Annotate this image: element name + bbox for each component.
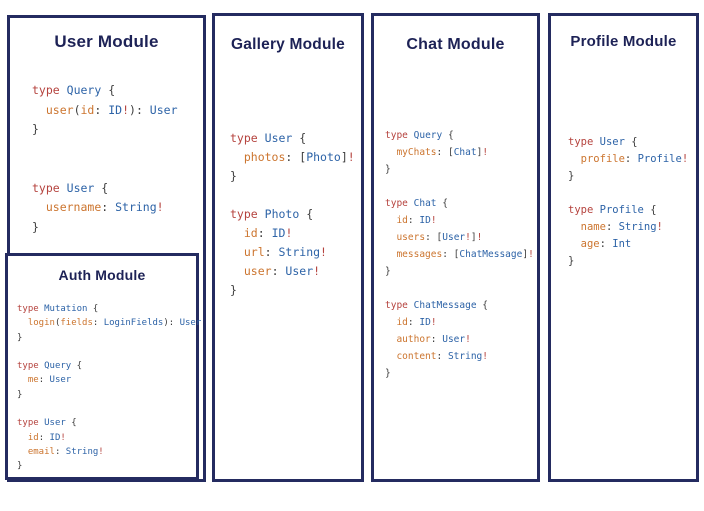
- chat-module-title: Chat Module: [406, 36, 505, 53]
- panel-auth-module: Auth Module type Mutation { login(fields…: [5, 253, 202, 480]
- auth-module-code: type Mutation { login(fields: LoginField…: [17, 304, 202, 472]
- gallery-module-code: type User { photos: [Photo]!} type Photo…: [230, 131, 355, 297]
- user-module-code: type Query { user(id: ID!): User} type U…: [32, 83, 178, 234]
- user-module-title: User Module: [54, 32, 159, 51]
- panel-gallery-module: Gallery Module type User { photos: [Phot…: [212, 13, 364, 482]
- auth-module-title: Auth Module: [58, 267, 146, 283]
- chat-module-code: type Query { myChats: [Chat]!} type Chat…: [385, 130, 534, 379]
- panel-profile-module: Profile Module type User { profile: Prof…: [548, 13, 699, 482]
- profile-module-title: Profile Module: [570, 33, 677, 50]
- gallery-module-title: Gallery Module: [231, 36, 345, 53]
- profile-module-code: type User { profile: Profile!} type Prof…: [568, 136, 689, 267]
- panel-chat-module: Chat Module type Query { myChats: [Chat]…: [371, 13, 540, 482]
